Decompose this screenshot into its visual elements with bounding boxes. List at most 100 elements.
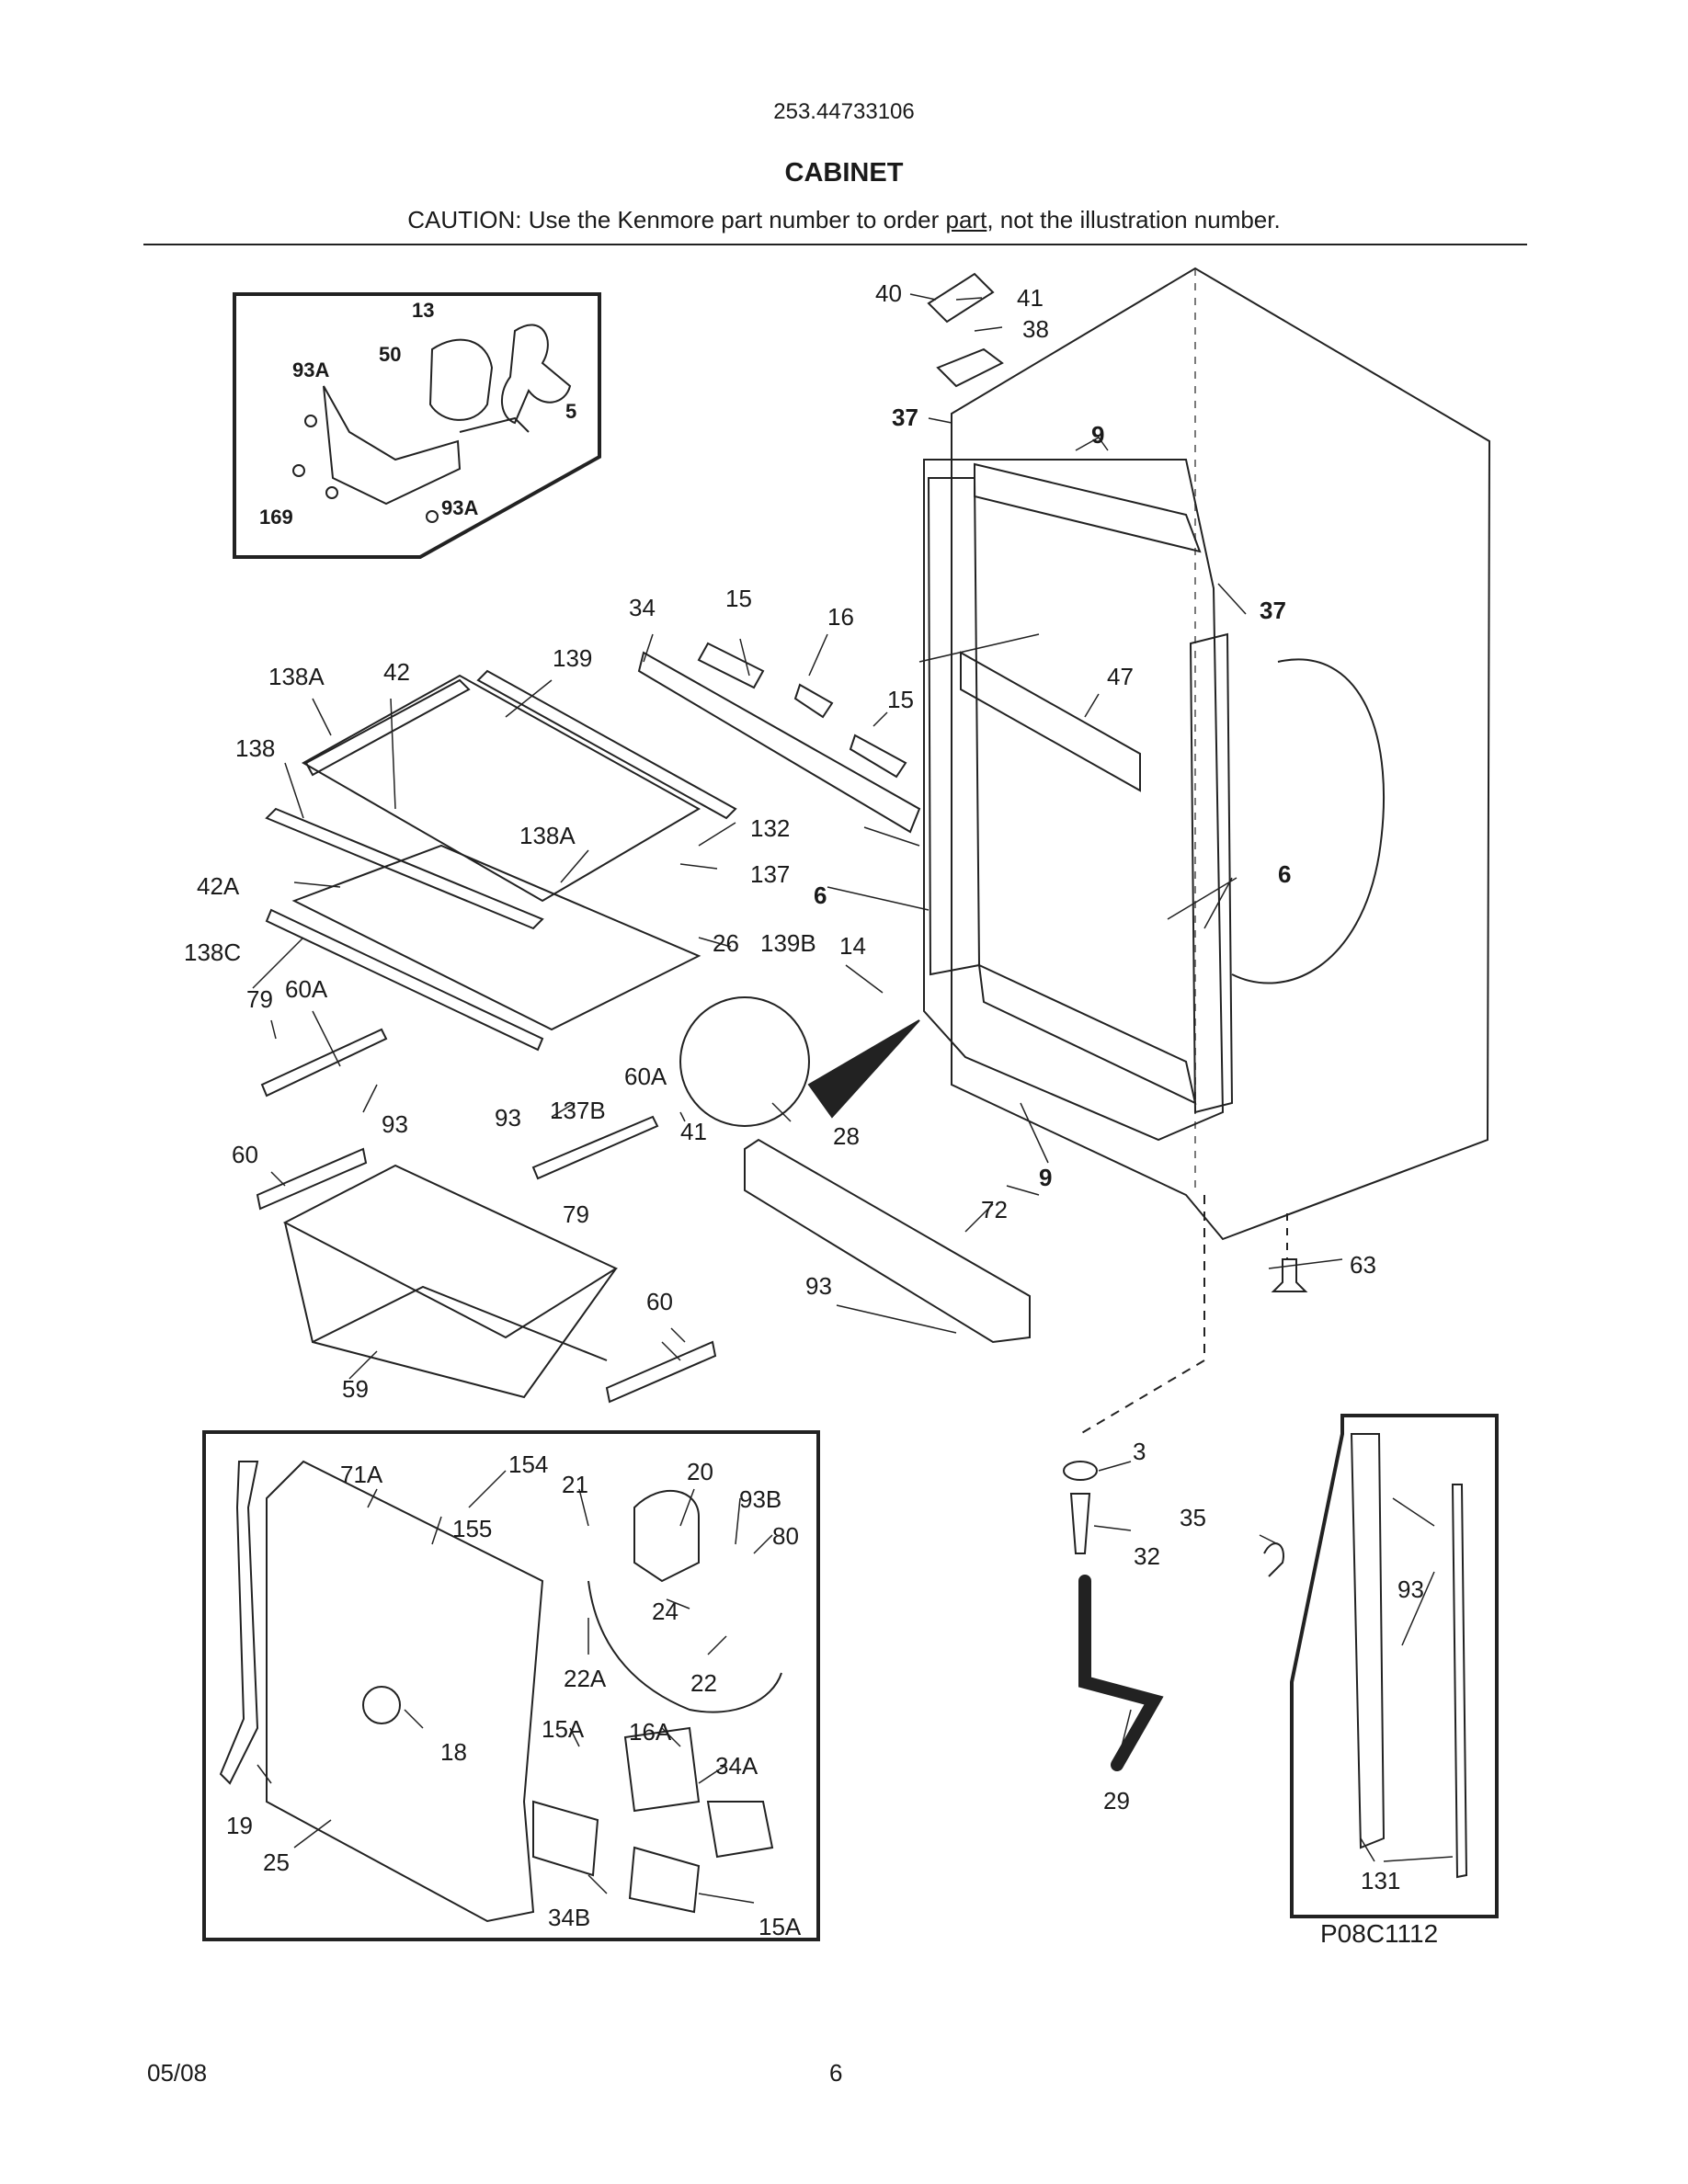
shelf-rail-right <box>1451 1484 1468 1879</box>
slide-60 <box>256 1147 368 1211</box>
part-callout-label: 137B <box>550 1097 606 1124</box>
part-callout-label: 50 <box>379 343 401 366</box>
part-callout-label: 93 <box>1397 1575 1424 1603</box>
part-callout-label: 16 <box>827 603 854 631</box>
part-callout-label: 80 <box>772 1522 799 1550</box>
page-number: 6 <box>829 2059 843 2087</box>
part-callout-label: 28 <box>833 1122 860 1150</box>
part-callout-label: 169 <box>259 506 293 529</box>
part-callout-label: 138C <box>184 938 241 966</box>
lower-glass-shelf <box>291 844 701 1031</box>
light-housing <box>706 1801 774 1859</box>
part-callout-label: 60 <box>232 1141 258 1168</box>
part-callout-label: 139B <box>760 929 816 957</box>
part-callout-label: 93B <box>739 1485 781 1513</box>
part-callout-label: 155 <box>452 1515 492 1542</box>
part-callout-label: 59 <box>342 1375 369 1403</box>
part-callout-label: 93 <box>495 1104 521 1132</box>
part-callout-label: 15 <box>725 585 752 612</box>
part-callout-label: 93 <box>805 1272 832 1300</box>
drain-hose <box>1078 1575 1164 1771</box>
part-callout-label: 42 <box>383 658 410 686</box>
shelf-rail <box>1350 1433 1386 1849</box>
door-gasket-left <box>927 477 981 976</box>
part-callout-label: 132 <box>750 814 790 842</box>
part-callout-label: 137 <box>750 860 790 888</box>
leveling-leg <box>1271 1258 1308 1292</box>
part-callout-label: 22A <box>564 1665 607 1692</box>
diagram-code: P08C1112 <box>1320 1919 1439 1948</box>
part-callout-label: 154 <box>508 1450 548 1478</box>
part-callout-label: 60 <box>646 1288 673 1315</box>
footer-date: 05/08 <box>147 2059 208 2087</box>
fan-inset-frame <box>233 292 601 559</box>
compressor-bump <box>1231 658 1386 984</box>
part-callout-label: 38 <box>1022 315 1049 343</box>
door-gasket-bottom <box>977 963 1197 1105</box>
kick-plate <box>744 1138 1031 1344</box>
shelf-rear-trim <box>476 669 737 820</box>
part-callout-label: 139 <box>553 644 592 672</box>
control-inset-frame <box>202 1430 820 1941</box>
trim-strip <box>219 1461 259 1785</box>
shelf-front-trim <box>304 678 471 777</box>
part-callout-label: 19 <box>226 1812 253 1839</box>
slide-60 <box>605 1340 717 1404</box>
part-callout-label: 9 <box>1039 1164 1052 1191</box>
light-bar <box>637 651 921 834</box>
part-callout-label: 40 <box>875 279 902 307</box>
lens-cover <box>628 1846 701 1914</box>
shelf-lower-trim <box>265 908 544 1052</box>
part-callout-label: 15 <box>887 686 914 713</box>
part-callout-label: 9 <box>1091 421 1104 449</box>
cabinet-liner <box>923 459 1225 1142</box>
shelf-side-trim <box>265 807 544 930</box>
header-rule <box>143 244 1527 245</box>
switch-detail-circle <box>679 996 810 1127</box>
part-callout-label: 138A <box>519 822 576 849</box>
bulb <box>697 642 765 689</box>
part-callout-label: 79 <box>563 1200 589 1228</box>
part-callout-label: 16A <box>629 1718 672 1746</box>
part-callout-label: 63 <box>1350 1251 1376 1279</box>
part-callout-label: 18 <box>440 1738 467 1766</box>
caution-text: CAUTION: Use the Kenmore part number to … <box>407 206 946 233</box>
vent-grill <box>960 651 1141 792</box>
part-callout-label: 138 <box>235 734 275 762</box>
part-callout-label: 72 <box>981 1196 1008 1223</box>
caution-text-end: , not the illustration number. <box>987 206 1281 233</box>
part-callout-label: 24 <box>652 1598 679 1625</box>
fan-bracket <box>323 385 462 506</box>
caution-emphasis: part <box>945 206 987 233</box>
wire-harness <box>587 1580 782 1713</box>
part-callout-label: 6 <box>1278 860 1291 888</box>
model-number: 253.44733106 <box>773 99 915 124</box>
part-callout-label: 21 <box>562 1471 588 1498</box>
rail-inset-frame <box>1290 1414 1499 1918</box>
part-callout-label: 25 <box>263 1848 290 1876</box>
drain-clip <box>1263 1542 1284 1577</box>
part-callout-label: 14 <box>839 932 866 960</box>
part-callout-label: 34B <box>548 1904 590 1931</box>
glass-shelf <box>301 674 701 903</box>
top-hinge <box>936 347 1004 388</box>
part-callout-label: 41 <box>1017 284 1044 312</box>
hinge-cover <box>927 272 995 324</box>
part-callout-label: 22 <box>690 1669 717 1697</box>
door-gasket-right <box>1189 632 1234 1114</box>
part-callout-label: 32 <box>1134 1542 1160 1570</box>
part-callout-label: 13 <box>412 299 434 322</box>
part-callout-label: 37 <box>1260 597 1286 624</box>
bulb-lower <box>849 734 907 779</box>
drain-fitting <box>1069 1493 1091 1554</box>
shelf-slide <box>531 1115 659 1180</box>
light-cover <box>633 1490 700 1583</box>
part-callout-label: 60A <box>285 975 328 1003</box>
part-callout-label: 15A <box>758 1913 802 1940</box>
part-callout-label: 29 <box>1103 1787 1130 1814</box>
fan-motor <box>428 338 494 421</box>
part-callout-label: 37 <box>892 404 918 431</box>
part-callout-label: 34 <box>629 594 656 621</box>
door-gasket-top <box>974 462 1202 553</box>
cabinet-body <box>951 267 1491 1241</box>
